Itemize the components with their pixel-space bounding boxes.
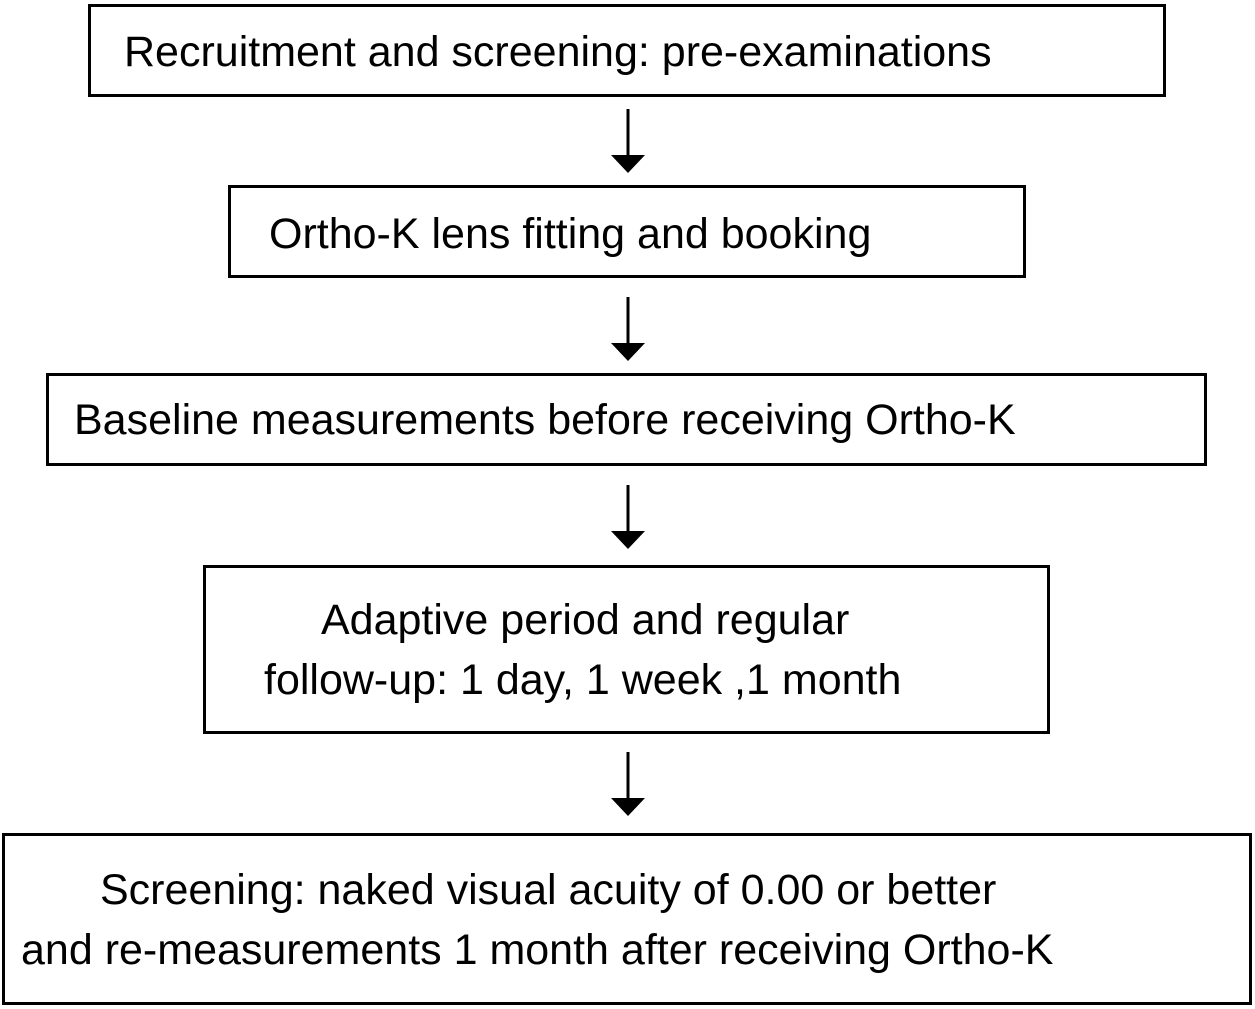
arrow-down-icon [608,485,648,551]
arrow-down-icon [608,297,648,363]
step-4-text-line-1: Adaptive period and regular [321,596,850,644]
step-5-box: Screening: naked visual acuity of 0.00 o… [2,833,1252,1005]
step-5-text-line-2: and re-measurements 1 month after receiv… [21,926,1054,974]
arrow-down-icon [608,109,648,175]
step-5-text-line-1: Screening: naked visual acuity of 0.00 o… [100,866,997,914]
step-2-text: Ortho-K lens fitting and booking [269,210,872,258]
step-4-text-line-2: follow-up: 1 day, 1 week ,1 month [264,656,902,704]
step-2-box: Ortho-K lens fitting and booking [228,185,1026,278]
step-1-text: Recruitment and screening: pre-examinati… [124,28,992,76]
step-3-box: Baseline measurements before receiving O… [46,373,1207,466]
arrow-down-icon [608,752,648,818]
step-4-box: Adaptive period and regular follow-up: 1… [203,565,1050,734]
step-1-box: Recruitment and screening: pre-examinati… [88,4,1166,97]
step-3-text: Baseline measurements before receiving O… [74,396,1016,444]
